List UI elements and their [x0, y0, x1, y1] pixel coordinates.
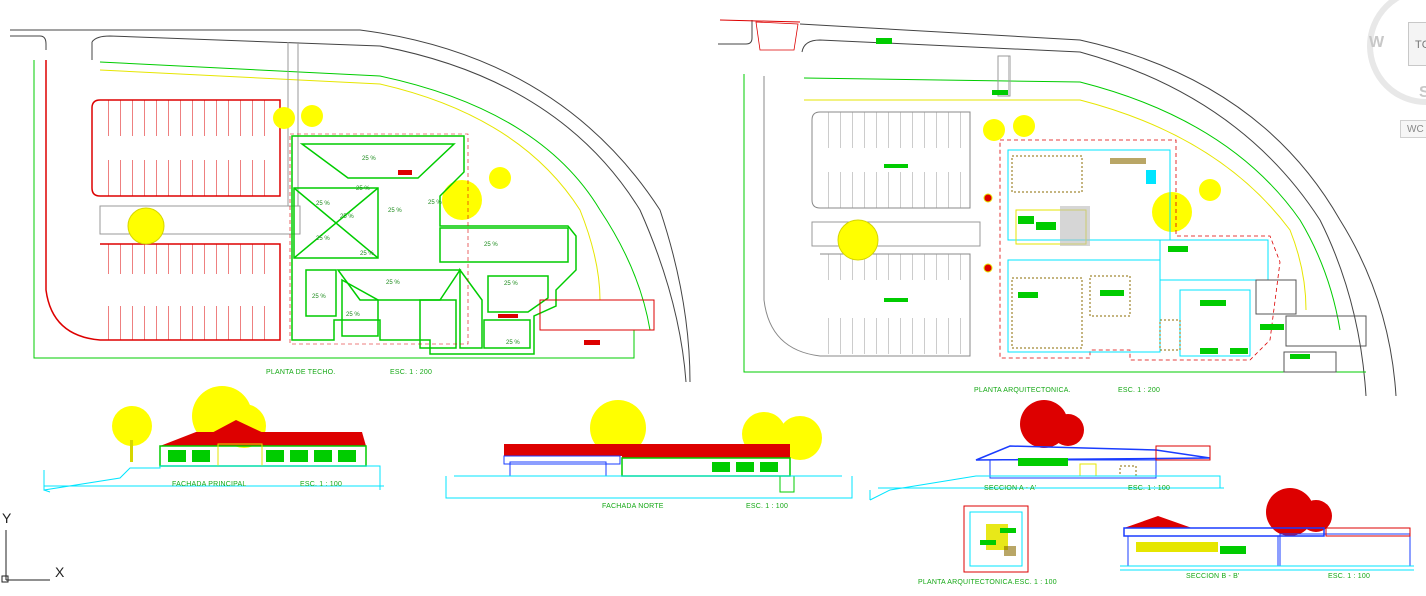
- road-edge: [91, 35, 687, 383]
- slope-label: 25 %: [386, 280, 400, 286]
- section-b[interactable]: SECCION B - B' ESC. 1 : 100: [1120, 488, 1414, 580]
- roof-slope-labels: 25 % 25 % 25 % 25 % 25 % 25 % 25 % 25 % …: [312, 156, 520, 346]
- main-facade-scale: ESC. 1 : 100: [300, 481, 342, 488]
- viewcube-compass-ring[interactable]: [1367, 0, 1426, 105]
- viewcube-south-label[interactable]: S: [1419, 84, 1426, 101]
- architectural-plan[interactable]: PLANTA ARQUITECTONICA. ESC. 1 : 200: [718, 19, 1397, 397]
- roof-outline: [291, 135, 577, 355]
- road-edge: [10, 29, 691, 383]
- slope-label: 25 %: [316, 201, 330, 207]
- section-a-title: SECCION A - A': [984, 485, 1036, 492]
- parking-row: [91, 99, 281, 197]
- small-plan-title: PLANTA ARQUITECTONICA.ESC. 1 : 100: [918, 579, 1057, 586]
- section-a[interactable]: SECCION A - A' ESC. 1 : 100: [869, 400, 1224, 501]
- roof-plan-title: PLANTA DE TECHO.: [266, 369, 335, 376]
- slope-label: 25 %: [484, 242, 498, 248]
- ucs-x-label: X: [55, 564, 65, 580]
- road-edge: [10, 35, 47, 50]
- section-a-scale: ESC. 1 : 100: [1128, 485, 1170, 492]
- tree-symbol: [127, 105, 511, 245]
- section-b-scale: ESC. 1 : 100: [1328, 573, 1370, 580]
- wcs-menu-button[interactable]: WC: [1400, 120, 1426, 138]
- viewcube-west-label[interactable]: W: [1369, 34, 1385, 51]
- north-facade-title: FACHADA NORTE: [602, 503, 664, 510]
- slope-label: 25 %: [360, 251, 374, 257]
- roof-plan-scale: ESC. 1 : 200: [390, 369, 432, 376]
- slope-label: 25 %: [340, 214, 354, 220]
- roof-plan[interactable]: 25 % 25 % 25 % 25 % 25 % 25 % 25 % 25 % …: [10, 29, 691, 383]
- slope-label: 25 %: [312, 294, 326, 300]
- furniture: [1011, 155, 1310, 359]
- north-facade[interactable]: FACHADA NORTE ESC. 1 : 100: [445, 400, 853, 510]
- parking-row: [763, 76, 971, 357]
- section-b-title: SECCION B - B': [1186, 573, 1240, 580]
- viewcube-top-face[interactable]: TC: [1408, 22, 1426, 66]
- tree-symbol: [1266, 488, 1314, 536]
- arch-plan-title: PLANTA ARQUITECTONICA.: [974, 387, 1071, 394]
- slope-label: 25 %: [362, 156, 376, 162]
- small-plan[interactable]: PLANTA ARQUITECTONICA.ESC. 1 : 100: [918, 505, 1057, 586]
- north-facade-scale: ESC. 1 : 100: [746, 503, 788, 510]
- ucs-icon: [1, 530, 50, 583]
- parking-row: [811, 111, 971, 209]
- slope-label: 25 %: [346, 312, 360, 318]
- slope-label: 25 %: [428, 200, 442, 206]
- slope-label: 25 %: [506, 340, 520, 346]
- main-facade-title: FACHADA PRINCIPAL: [172, 481, 246, 488]
- tree-symbol: [837, 115, 1221, 261]
- main-facade[interactable]: FACHADA PRINCIPAL ESC. 1 : 100: [43, 386, 384, 493]
- slope-label: 25 %: [316, 236, 330, 242]
- slope-label: 25 %: [356, 186, 370, 192]
- ucs-y-label: Y: [2, 510, 12, 526]
- slope-label: 25 %: [504, 281, 518, 287]
- slope-label: 25 %: [388, 208, 402, 214]
- arch-plan-scale: ESC. 1 : 200: [1118, 387, 1160, 394]
